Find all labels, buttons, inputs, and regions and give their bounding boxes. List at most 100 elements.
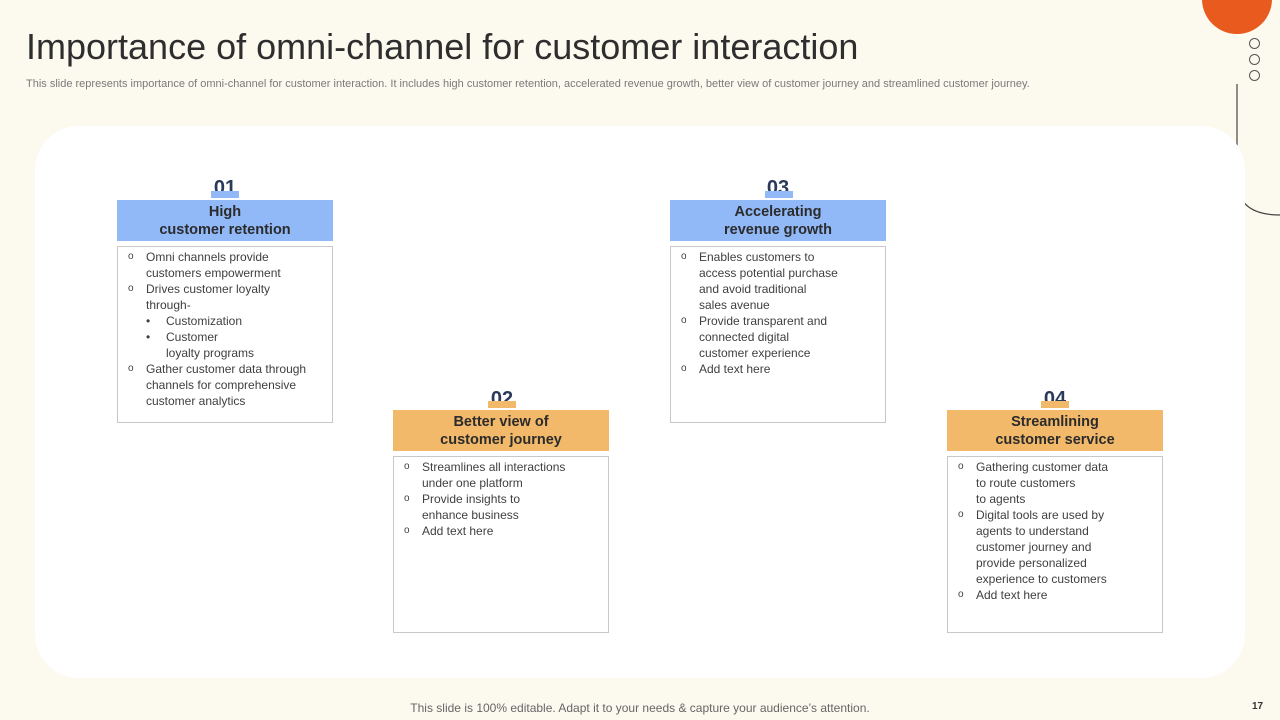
- bullet-line: o Gathering customer data: [958, 459, 1152, 475]
- bullet-text: Digital tools are used by: [976, 508, 1105, 522]
- bullet-line: • Customer: [128, 329, 322, 345]
- card-header: High customer retention: [117, 200, 333, 241]
- bullet-text: Gather customer data through: [146, 362, 307, 376]
- bullet-text: Customer: [166, 330, 219, 344]
- bullet-line: customer experience: [681, 345, 875, 361]
- bullet-line: o Provide transparent and: [681, 313, 875, 329]
- bullet-marker: o: [128, 251, 134, 262]
- number-underline: [1041, 401, 1069, 408]
- card-title-line: revenue growth: [724, 221, 832, 238]
- bullet-text: access potential purchase: [699, 266, 838, 280]
- bullet-line: o Provide insights to: [404, 491, 598, 507]
- bullet-line: customers empowerment: [128, 265, 322, 281]
- bullet-line: o Add text here: [681, 361, 875, 377]
- bullet-marker: o: [128, 363, 134, 374]
- bullet-text: Add text here: [422, 524, 494, 538]
- bullet-text: under one platform: [422, 476, 523, 490]
- card-title-line: customer service: [995, 431, 1115, 448]
- bullet-line: to agents: [958, 491, 1152, 507]
- bullet-text: Drives customer loyalty: [146, 282, 271, 296]
- bullet-line: o Digital tools are used by: [958, 507, 1152, 523]
- bullet-marker: o: [958, 461, 964, 472]
- decorative-orange-circle: [1202, 0, 1272, 34]
- bullet-marker: o: [681, 363, 687, 374]
- card-title-line: Accelerating: [734, 203, 822, 220]
- bullet-text: connected digital: [699, 330, 790, 344]
- bullet-text: Add text here: [976, 588, 1048, 602]
- decorative-dot: [1249, 38, 1260, 49]
- bullet-marker: o: [128, 283, 134, 294]
- bullet-text: through-: [146, 298, 191, 312]
- bullet-line: • Customization: [128, 313, 322, 329]
- card-title-line: customer retention: [159, 221, 291, 238]
- bullet-marker: •: [146, 330, 151, 344]
- bullet-line: channels for comprehensive: [128, 377, 322, 393]
- bullet-text: customer analytics: [146, 394, 246, 408]
- bullet-marker: o: [404, 461, 410, 472]
- bullet-line: sales avenue: [681, 297, 875, 313]
- bullet-text: provide personalized: [976, 556, 1087, 570]
- bullet-text: to route customers: [976, 476, 1076, 490]
- bullet-text: loyalty programs: [166, 346, 255, 360]
- bullet-line: to route customers: [958, 475, 1152, 491]
- card-body: o Streamlines all interactions under one p…: [393, 456, 609, 633]
- bullet-line: enhance business: [404, 507, 598, 523]
- bullet-text: customer experience: [699, 346, 811, 360]
- bullet-text: Customization: [166, 314, 243, 328]
- bullet-line: and avoid traditional: [681, 281, 875, 297]
- bullet-line: customer analytics: [128, 393, 322, 409]
- bullet-marker: o: [958, 589, 964, 600]
- page-number: 17: [1252, 701, 1264, 712]
- bullet-text: sales avenue: [699, 298, 770, 312]
- card-title-line: Streamlining: [1011, 413, 1099, 430]
- bullet-line: o Enables customers to: [681, 249, 875, 265]
- bullet-marker: o: [681, 251, 687, 262]
- bullet-line: access potential purchase: [681, 265, 875, 281]
- slide-title: Importance of omni-channel for customer …: [26, 26, 859, 67]
- bullet-marker: o: [681, 315, 687, 326]
- bullet-text: customer journey and: [976, 540, 1092, 554]
- bullet-line: loyalty programs: [128, 345, 322, 361]
- bullet-text: channels for comprehensive: [146, 378, 297, 392]
- bullet-line: agents to understand: [958, 523, 1152, 539]
- card-title-line: Better view of: [453, 413, 549, 430]
- card-title-line: High: [208, 203, 242, 220]
- card-header: Better view of customer journey: [393, 410, 609, 451]
- bullet-line: o Add text here: [958, 587, 1152, 603]
- bullet-line: customer journey and: [958, 539, 1152, 555]
- bullet-text: Enables customers to: [699, 250, 815, 264]
- bullet-marker: o: [958, 509, 964, 520]
- number-underline: [488, 401, 516, 408]
- bullet-line: connected digital: [681, 329, 875, 345]
- card-header: Accelerating revenue growth: [670, 200, 886, 241]
- card-header: Streamlining customer service: [947, 410, 1163, 451]
- bullet-text: agents to understand: [976, 524, 1089, 538]
- bullet-text: and avoid traditional: [699, 282, 807, 296]
- decorative-dot: [1249, 54, 1260, 65]
- bullet-line: provide personalized: [958, 555, 1152, 571]
- bullet-text: Gathering customer data: [976, 460, 1109, 474]
- bullet-line: through-: [128, 297, 322, 313]
- bullet-marker: •: [146, 314, 151, 328]
- card-title-line: customer journey: [440, 431, 562, 448]
- decorative-dot: [1249, 70, 1260, 81]
- bullet-text: Streamlines all interactions: [422, 460, 566, 474]
- bullet-text: to agents: [976, 492, 1026, 506]
- card-body: o Enables customers to access potential pu…: [670, 246, 886, 423]
- bullet-text: customers empowerment: [146, 266, 281, 280]
- number-underline: [211, 191, 239, 198]
- bullet-line: experience to customers: [958, 571, 1152, 587]
- bullet-line: under one platform: [404, 475, 598, 491]
- slide-footer: This slide is 100% editable. Adapt it to…: [410, 701, 870, 715]
- bullet-text: Provide transparent and: [699, 314, 828, 328]
- number-underline: [765, 191, 793, 198]
- bullet-text: enhance business: [422, 508, 519, 522]
- bullet-text: Provide insights to: [422, 492, 521, 506]
- bullet-text: Add text here: [699, 362, 771, 376]
- bullet-marker: o: [404, 493, 410, 504]
- bullet-text: experience to customers: [976, 572, 1107, 586]
- slide-subtitle: This slide represents importance of omni…: [26, 78, 1030, 90]
